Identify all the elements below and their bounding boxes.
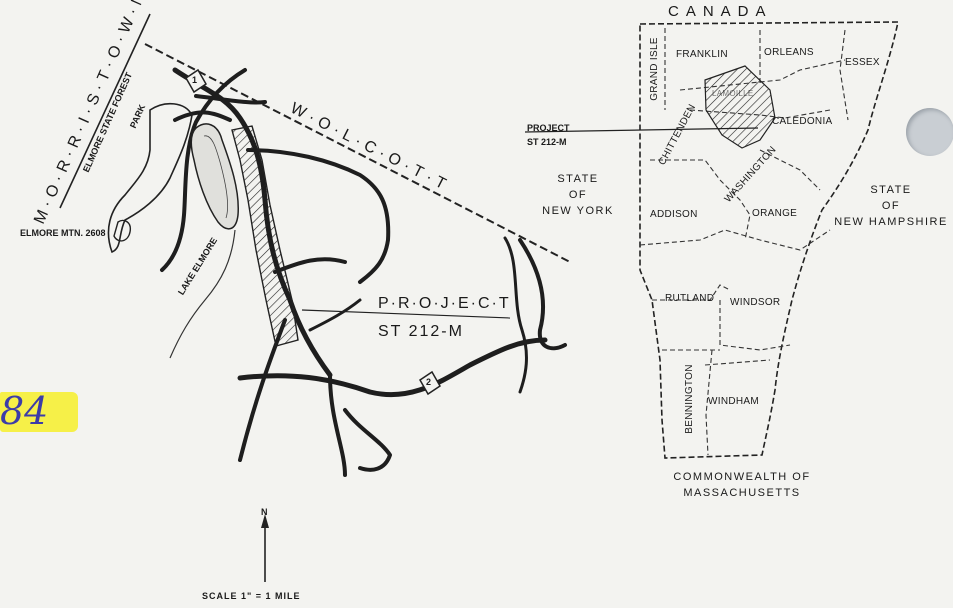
- project-strip-vicinity: [231, 125, 299, 347]
- state-nh-line2: OF: [881, 199, 901, 212]
- county-windham: WINDHAM: [708, 396, 759, 407]
- county-caledonia: CALEDONIA: [772, 116, 833, 127]
- county-windsor: WINDSOR: [730, 297, 781, 308]
- county-bennington: BENNINGTON: [684, 364, 695, 434]
- lake-elmore-shape: [190, 123, 239, 230]
- state-ny-line1: STATE: [557, 173, 599, 185]
- road-connector: [308, 298, 362, 332]
- state-nh-line3: NEW HAMPSHIRE: [834, 215, 948, 228]
- road-east-branch: [518, 238, 567, 351]
- project-label-locator: PROJECT: [527, 123, 570, 133]
- route-1-shield: [185, 68, 207, 94]
- county-orange: ORANGE: [752, 208, 798, 219]
- state-ny-line2: OF: [568, 188, 588, 201]
- handwritten-number: 84: [0, 389, 49, 433]
- state-new-hampshire: STATE OF NEW HAMPSHIRE: [830, 183, 952, 231]
- state-ma-line2: MASSACHUSETTS: [683, 486, 801, 499]
- punched-hole: [906, 108, 953, 156]
- county-rutland: RUTLAND: [665, 293, 715, 304]
- county-lamoille: LAMOILLE: [712, 89, 754, 98]
- road-east-curve: [246, 148, 391, 284]
- state-forest-outline: [107, 102, 193, 254]
- county-franklin: FRANKLIN: [676, 49, 728, 60]
- road-north-east: [194, 94, 267, 105]
- project-number-locator: ST 212-M: [527, 137, 567, 147]
- vermont-outline: [639, 21, 899, 459]
- state-new-york: STATE OF NEW YORK: [528, 172, 628, 220]
- elmore-mountain-symbol: [113, 219, 132, 242]
- route-2-shield: [419, 370, 441, 396]
- stream: [169, 229, 236, 359]
- road-south-east: [328, 373, 347, 477]
- country-label-canada: CANADA: [668, 3, 773, 20]
- yellow-highlight: [0, 392, 78, 432]
- county-essex: ESSEX: [845, 57, 880, 68]
- project-pointer-line-locator: [524, 127, 759, 133]
- state-ma-line1: COMMONWEALTH OF: [673, 471, 811, 483]
- morristown-town-line: [59, 13, 151, 209]
- state-nh-line1: STATE: [870, 184, 912, 196]
- scale-label: SCALE 1" = 1 MILE: [202, 591, 301, 601]
- road-south-loop: [343, 408, 392, 472]
- route-2-number: 2: [426, 377, 432, 387]
- project-label-vicinity: P·R·O·J·E·C·T: [378, 295, 511, 312]
- road-river-east: [503, 236, 528, 394]
- county-grand-isle: GRAND ISLE: [649, 37, 660, 101]
- state-ny-line3: NEW YORK: [542, 204, 614, 217]
- north-arrow-letter: N: [261, 507, 268, 517]
- road-fork-west: [173, 110, 232, 122]
- wolcott-town-line: [144, 43, 571, 263]
- state-massachusetts: COMMONWEALTH OF MASSACHUSETTS: [662, 470, 822, 502]
- road-route-2: [237, 337, 548, 398]
- roads: [160, 67, 567, 477]
- project-number-vicinity: ST 212-M: [378, 323, 464, 340]
- project-pointer-line-vicinity: [301, 309, 511, 319]
- county-orleans: ORLEANS: [764, 47, 814, 58]
- route-1-number: 1: [192, 75, 198, 85]
- road-west-loop: [160, 68, 247, 272]
- project-area-locator: [704, 65, 776, 149]
- mountain-label: ELMORE MTN. 2608: [20, 228, 106, 238]
- county-addison: ADDISON: [650, 209, 698, 220]
